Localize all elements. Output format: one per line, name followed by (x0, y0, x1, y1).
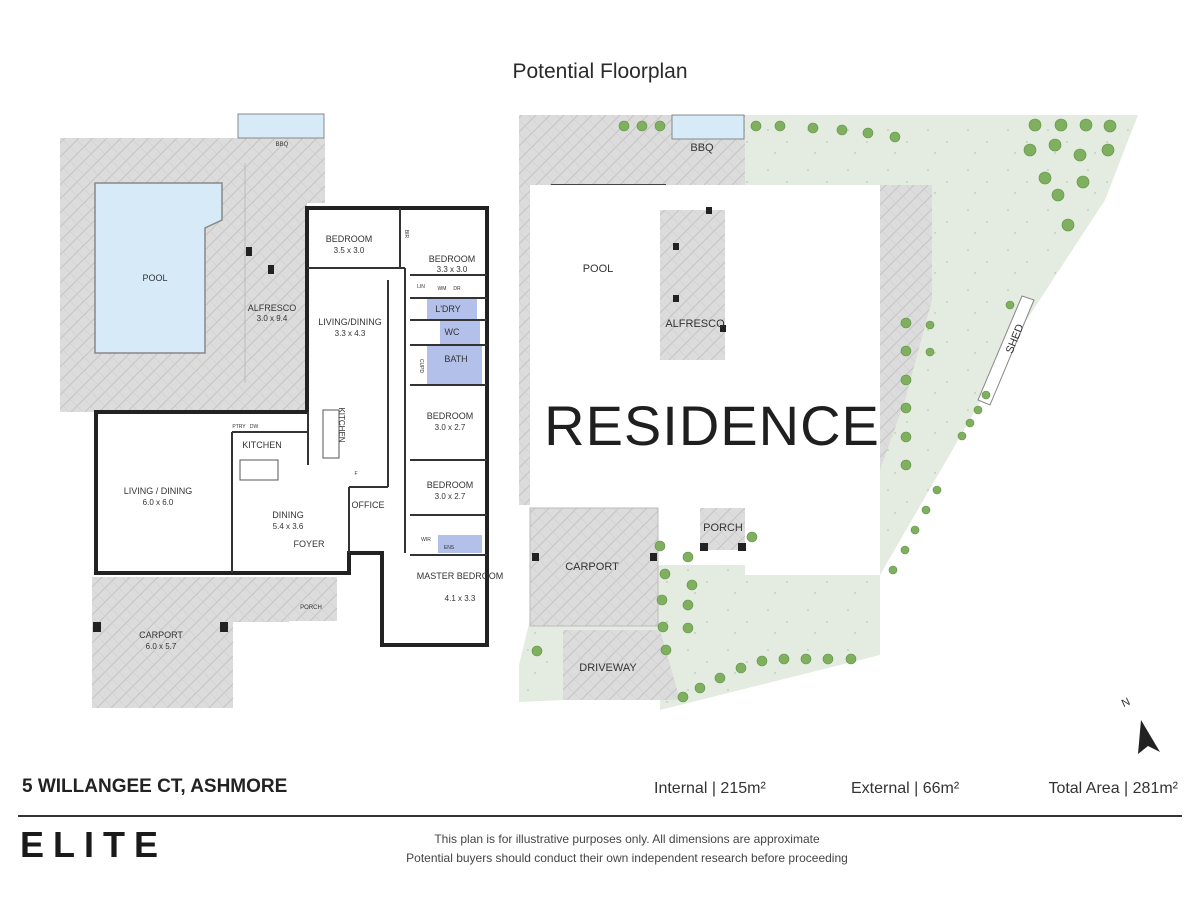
laundry-floor (427, 299, 477, 319)
room-name: DINING (272, 510, 304, 520)
internal-area: Internal | 215m² (654, 780, 766, 797)
site-label: DRIVEWAY (579, 662, 637, 674)
room-name: LIVING / DINING (124, 486, 193, 496)
fixture-tag: DW (250, 424, 259, 430)
footer-divider (18, 815, 1182, 817)
room-size: 5.4 x 3.6 (273, 522, 304, 531)
fixture-tag: WM (438, 286, 447, 292)
page-title: Potential Floorplan (512, 60, 688, 83)
room-size: 3.3 x 4.3 (335, 329, 366, 338)
room-name: ALFRESCO (248, 303, 297, 313)
room-size: 3.0 x 2.7 (435, 423, 466, 432)
site-carport (529, 507, 659, 627)
front-porch (289, 577, 337, 621)
bbq-bench (237, 113, 325, 139)
room-name: KITCHEN (337, 407, 346, 442)
fixture-tag: WIR (421, 537, 431, 543)
site-plan: RESIDENCE BBQ POOL ALFRESCO PORCH CARPOR… (519, 114, 1138, 710)
fixture-tag: BIR (403, 230, 409, 239)
site-label: PORCH (703, 522, 743, 534)
house-column (246, 247, 252, 256)
room-size: 3.0 x 9.4 (257, 314, 288, 323)
site-label: CARPORT (565, 561, 619, 573)
room-name: BEDROOM (427, 480, 474, 490)
room-size: 3.0 x 2.7 (435, 492, 466, 501)
total-area: Total Area | 281m² (1048, 780, 1178, 797)
room-size: 4.1 x 3.3 (445, 594, 476, 603)
room-name: MASTER BEDROOM (417, 571, 504, 581)
floor-plan: POOL BBQ ALFRESCO 3.0 x 9.4 BEDROOM 3.5 … (60, 113, 504, 708)
brand-logo: ELITE (20, 824, 168, 865)
residence-extension (745, 505, 880, 575)
room-name: BBQ (276, 142, 289, 148)
house-column (268, 265, 274, 274)
carport-posts (93, 622, 228, 632)
room-size: 6.0 x 6.0 (143, 498, 174, 507)
room-size: 3.5 x 3.0 (334, 246, 365, 255)
room-name: PORCH (300, 605, 322, 611)
wc-floor (440, 321, 480, 344)
room-name: BEDROOM (427, 411, 474, 421)
carport-slab (92, 577, 289, 708)
ensuite-floor (438, 535, 482, 553)
fixture-tag: PTRY (232, 424, 246, 430)
disclaimer-line: Potential buyers should conduct their ow… (406, 851, 848, 865)
bath-floor (427, 346, 482, 384)
room-name: WC (445, 327, 460, 337)
room-name: L'DRY (435, 304, 461, 314)
site-label: POOL (583, 263, 614, 275)
shed (977, 295, 1035, 406)
shrubs (531, 118, 1117, 703)
site-driveway (563, 630, 680, 700)
room-name: LIVING/DINING (318, 317, 382, 327)
site-label: BBQ (690, 142, 714, 154)
fixture-tag: CUPD (418, 359, 424, 374)
room-size: 3.3 x 3.0 (437, 265, 468, 274)
room-size: 6.0 x 5.7 (146, 642, 177, 651)
room-name: CARPORT (139, 630, 183, 640)
site-posts (532, 207, 746, 561)
room-name: KITCHEN (242, 440, 282, 450)
kitchen-bench (322, 409, 340, 459)
property-address: 5 WILLANGEE CT, ASHMORE (22, 776, 288, 797)
room-name: POOL (142, 273, 167, 283)
room-name: BEDROOM (429, 254, 476, 264)
fixture-tag: ENS (444, 545, 455, 551)
fixture-tag: F (354, 471, 357, 477)
interior-walls (231, 208, 487, 573)
fixture-tag: LIN (417, 284, 425, 290)
fixture-tag: DR (453, 286, 461, 292)
external-area: External | 66m² (851, 780, 960, 797)
disclaimer-line: This plan is for illustrative purposes o… (434, 832, 820, 846)
north-arrow-icon (1138, 720, 1160, 754)
room-name: FOYER (293, 539, 325, 549)
residence-label: RESIDENCE (544, 394, 880, 457)
room-name: OFFICE (352, 500, 385, 510)
pool-water (94, 182, 223, 354)
room-name: BATH (444, 354, 467, 364)
bbq-bench (671, 114, 745, 140)
room-name: BEDROOM (326, 234, 373, 244)
alfresco-area (660, 210, 725, 360)
kitchen-island (239, 459, 279, 481)
site-label: ALFRESCO (665, 318, 725, 330)
